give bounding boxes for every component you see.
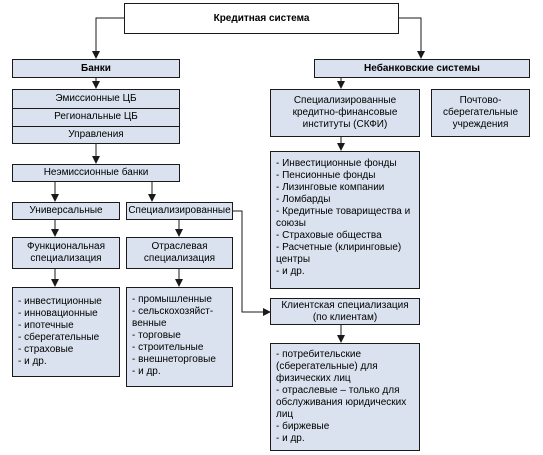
branch-list-box: - промышленные - сельскохозяйст-венные -… <box>126 287 233 387</box>
client-list-box: - потребительские (сберегательные) для ф… <box>270 343 420 451</box>
list-item: - инновационные <box>18 308 98 319</box>
emission-cb-label: Эмиссионные ЦБ <box>55 93 137 104</box>
regional-cb-label: Региональные ЦБ <box>54 111 138 122</box>
list-item: - и др. <box>276 433 305 444</box>
list-item: - строительные <box>132 342 204 353</box>
list-item: - ипотечные <box>18 320 74 331</box>
nonemission-banks-box: Неэмиссионные банки <box>12 164 180 182</box>
nonbank-systems-box: Небанковские системы <box>314 59 530 78</box>
list-item: - торговые <box>132 330 181 341</box>
departments-label: Управления <box>68 129 124 140</box>
banks-box: Банки <box>12 59 180 78</box>
list-item: - и др. <box>276 266 305 277</box>
arrow-root-nonbank <box>399 17 425 59</box>
functional-list-box: - инвестиционные - инновационные - ипоте… <box>12 287 120 377</box>
universal-box: Универсальные <box>12 202 120 220</box>
skfi-box: Специализированные кредитно-финансовые и… <box>270 89 420 137</box>
list-item: - Расчетные (клиринговые) центры <box>276 242 402 265</box>
credit-system-box: Кредитная система <box>124 3 399 34</box>
arrow-root-banks <box>92 17 124 59</box>
list-item: - Инвестиционные фонды <box>276 158 397 169</box>
list-item: - сельскохозяйст-венные <box>132 306 214 329</box>
list-item: - Кредитные товарищества и союзы <box>276 206 411 229</box>
arrow-specialized-client <box>233 210 271 316</box>
list-item: - страховые <box>18 344 74 355</box>
list-item: - промышленные <box>132 294 212 305</box>
list-item: - и др. <box>132 366 161 377</box>
specialized-box: Специализированные <box>126 202 233 220</box>
list-item: - биржевые <box>276 421 330 432</box>
skfi-list-box: - Инвестиционные фонды - Пенсионные фонд… <box>270 151 420 289</box>
list-item: - Страховые общества <box>276 230 382 241</box>
list-item: - инвестиционные <box>18 296 102 307</box>
postal-savings-box: Почтово-сберегательные учреждения <box>431 89 530 137</box>
list-item: - Лизинговые компании <box>276 182 385 193</box>
list-item: - и др. <box>18 356 47 367</box>
list-item: - Пенсионные фонды <box>276 170 376 181</box>
list-item: - потребительские (сберегательные) для ф… <box>276 349 378 384</box>
list-item: - сберегательные <box>18 332 100 343</box>
list-item: - отраслевые – только для обслуживания ю… <box>276 385 407 420</box>
functional-specialization-box: Функциональная специализация <box>12 237 120 269</box>
client-specialization-box: Клиентская специализация (по клиентам) <box>270 298 420 325</box>
list-item: - внешнеторговые <box>132 354 216 365</box>
branch-specialization-box: Отраслевая специализация <box>126 237 233 269</box>
list-item: - Ломбарды <box>276 194 331 205</box>
central-banks-stack: Эмиссионные ЦБ Региональные ЦБ Управлени… <box>12 89 180 144</box>
